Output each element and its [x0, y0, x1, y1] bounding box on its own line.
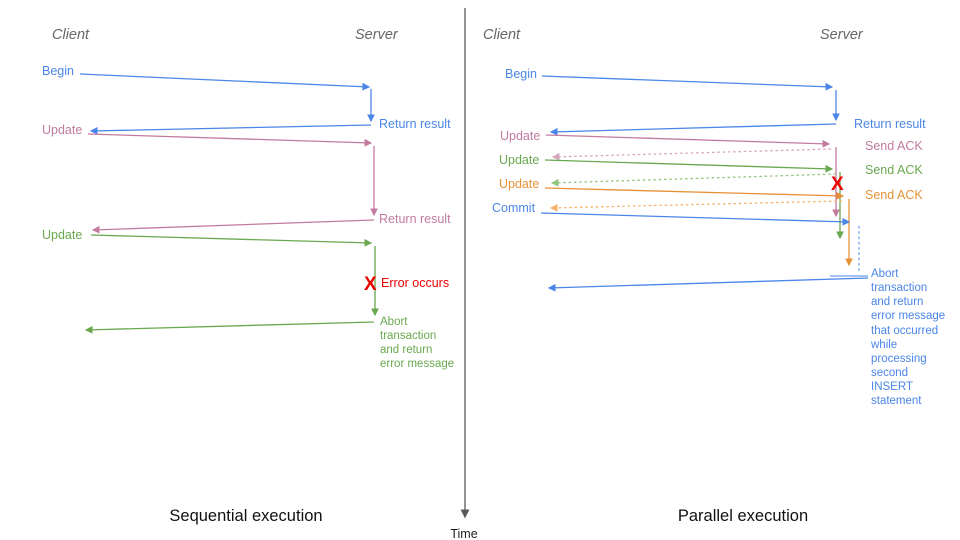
update1-request-arrow [545, 134, 831, 148]
abort-response-arrow [547, 277, 869, 292]
parallel-panel: Client Server Begin Return result Update… [483, 27, 945, 525]
abort-line: that occurred [871, 325, 938, 337]
update3-ack-arrow [549, 200, 843, 212]
update1-ack-arrow [551, 148, 832, 161]
begin-response-arrow [89, 124, 372, 135]
update2-request-arrow [544, 159, 834, 173]
abort-line: while [870, 339, 897, 351]
sequential-panel: Client Server Begin Return result Update… [42, 27, 454, 525]
abort-line: Abort [871, 268, 899, 280]
server-header: Server [355, 27, 399, 43]
update3-request-arrow [544, 187, 845, 200]
begin-label: Begin [42, 64, 74, 78]
return-result-label: Return result [854, 117, 926, 131]
error-x-icon: X [364, 274, 377, 295]
return-result2-label: Return result [379, 212, 451, 226]
abort-line: transaction [871, 282, 927, 294]
server-header: Server [820, 27, 864, 43]
time-axis: Time [450, 8, 478, 540]
client-header: Client [483, 27, 521, 43]
abort-line: error message [380, 358, 454, 370]
begin-label: Begin [505, 67, 537, 81]
update3-label: Update [499, 177, 539, 191]
update2-label: Update [499, 153, 539, 167]
abort-line: statement [871, 395, 922, 407]
begin-request-arrow [79, 73, 371, 91]
abort-line: and return [871, 296, 923, 308]
update1-response-arrow [91, 219, 375, 234]
abort-message: Abort transaction and return error messa… [380, 316, 454, 370]
send-ack1-label: Send ACK [865, 139, 923, 153]
abort-line: second [871, 367, 908, 379]
error-x-icon: X [831, 174, 844, 195]
begin-request-arrow [541, 75, 834, 91]
commit-request-arrow [540, 212, 851, 226]
update1-label: Update [42, 123, 82, 137]
update1-request-arrow [87, 133, 373, 147]
send-ack2-label: Send ACK [865, 163, 923, 177]
abort-line: Abort [380, 316, 408, 328]
commit-label: Commit [492, 201, 536, 215]
panel-caption-parallel: Parallel execution [678, 507, 808, 525]
time-axis-label: Time [450, 527, 477, 540]
update2-request-arrow [90, 234, 373, 247]
panel-caption-sequential: Sequential execution [169, 507, 322, 525]
begin-response-arrow [549, 123, 837, 136]
return-result-label: Return result [379, 117, 451, 131]
abort-line: processing [871, 353, 927, 365]
abort-line: INSERT [871, 381, 913, 393]
abort-line: transaction [380, 330, 436, 342]
update2-ack-arrow [550, 173, 837, 187]
client-header: Client [52, 27, 90, 43]
abort-line: and return [380, 344, 432, 356]
abort-message: Abort transaction and return error messa… [870, 268, 945, 407]
update2-label: Update [42, 228, 82, 242]
abort-response-arrow [84, 321, 375, 334]
error-occurs-label: Error occurs [381, 276, 449, 290]
update1-label: Update [500, 129, 540, 143]
abort-line: error message [871, 310, 945, 322]
send-ack3-label: Send ACK [865, 188, 923, 202]
